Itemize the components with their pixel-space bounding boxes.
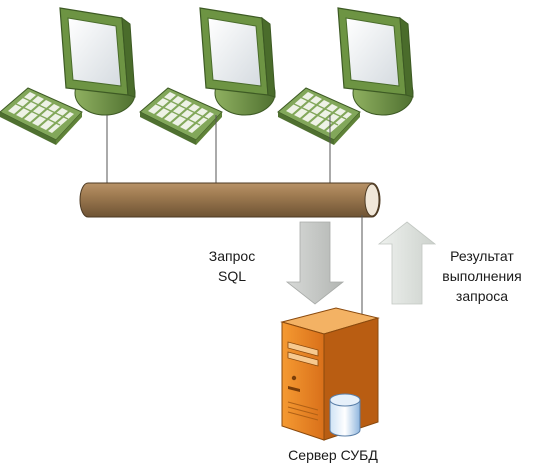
workstation-1 — [0, 7, 136, 146]
desktop-computer-icon — [139, 7, 276, 146]
server-label: Сервер СУБД — [268, 445, 398, 465]
request-label-line-1: Запрос — [208, 248, 256, 264]
request-label-line-2: SQL — [217, 268, 246, 284]
result-label: Результат выполнения запроса — [430, 246, 534, 306]
request-arrow — [285, 221, 345, 305]
desktop-computer-icon — [0, 7, 136, 146]
workstation-cables — [106, 115, 331, 183]
server-tower-icon — [280, 307, 380, 441]
network-bus — [79, 182, 381, 218]
desktop-computer-icon — [277, 7, 414, 146]
result-label-line-1: Результат — [450, 248, 514, 264]
workstation-2 — [139, 7, 276, 146]
database-cylinder-icon — [329, 393, 361, 437]
request-label: Запрос SQL — [196, 246, 268, 286]
workstation-3 — [277, 7, 414, 146]
result-arrow — [377, 221, 437, 305]
server-label-text: Сервер СУБД — [288, 447, 378, 463]
result-label-line-3: запроса — [455, 288, 509, 304]
result-label-line-2: выполнения — [442, 268, 522, 284]
